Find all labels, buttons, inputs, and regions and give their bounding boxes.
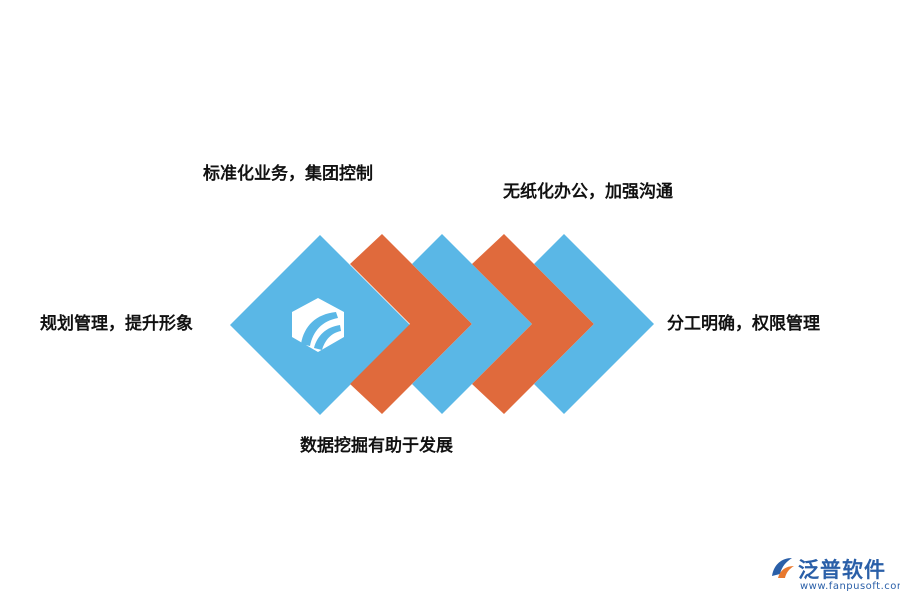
label-left: 规划管理，提升形象 bbox=[40, 314, 193, 334]
chevron-3 bbox=[472, 234, 594, 414]
label-top-left: 标准化业务，集团控制 bbox=[203, 164, 373, 184]
fanpu-logo-icon bbox=[772, 558, 794, 578]
brand-logo: 泛普软件 www.fanpusoft.com bbox=[768, 552, 900, 596]
chevron-2 bbox=[412, 234, 532, 414]
label-right: 分工明确，权限管理 bbox=[667, 314, 820, 334]
label-top-right: 无纸化办公，加强沟通 bbox=[503, 182, 673, 202]
brand-url: www.fanpusoft.com bbox=[800, 581, 900, 592]
label-bottom: 数据挖掘有助于发展 bbox=[300, 436, 453, 456]
chevron-4 bbox=[534, 234, 654, 414]
brand-name: 泛普软件 bbox=[798, 558, 886, 582]
chevron-1 bbox=[350, 234, 472, 414]
hexagon-logo-icon bbox=[292, 298, 344, 352]
